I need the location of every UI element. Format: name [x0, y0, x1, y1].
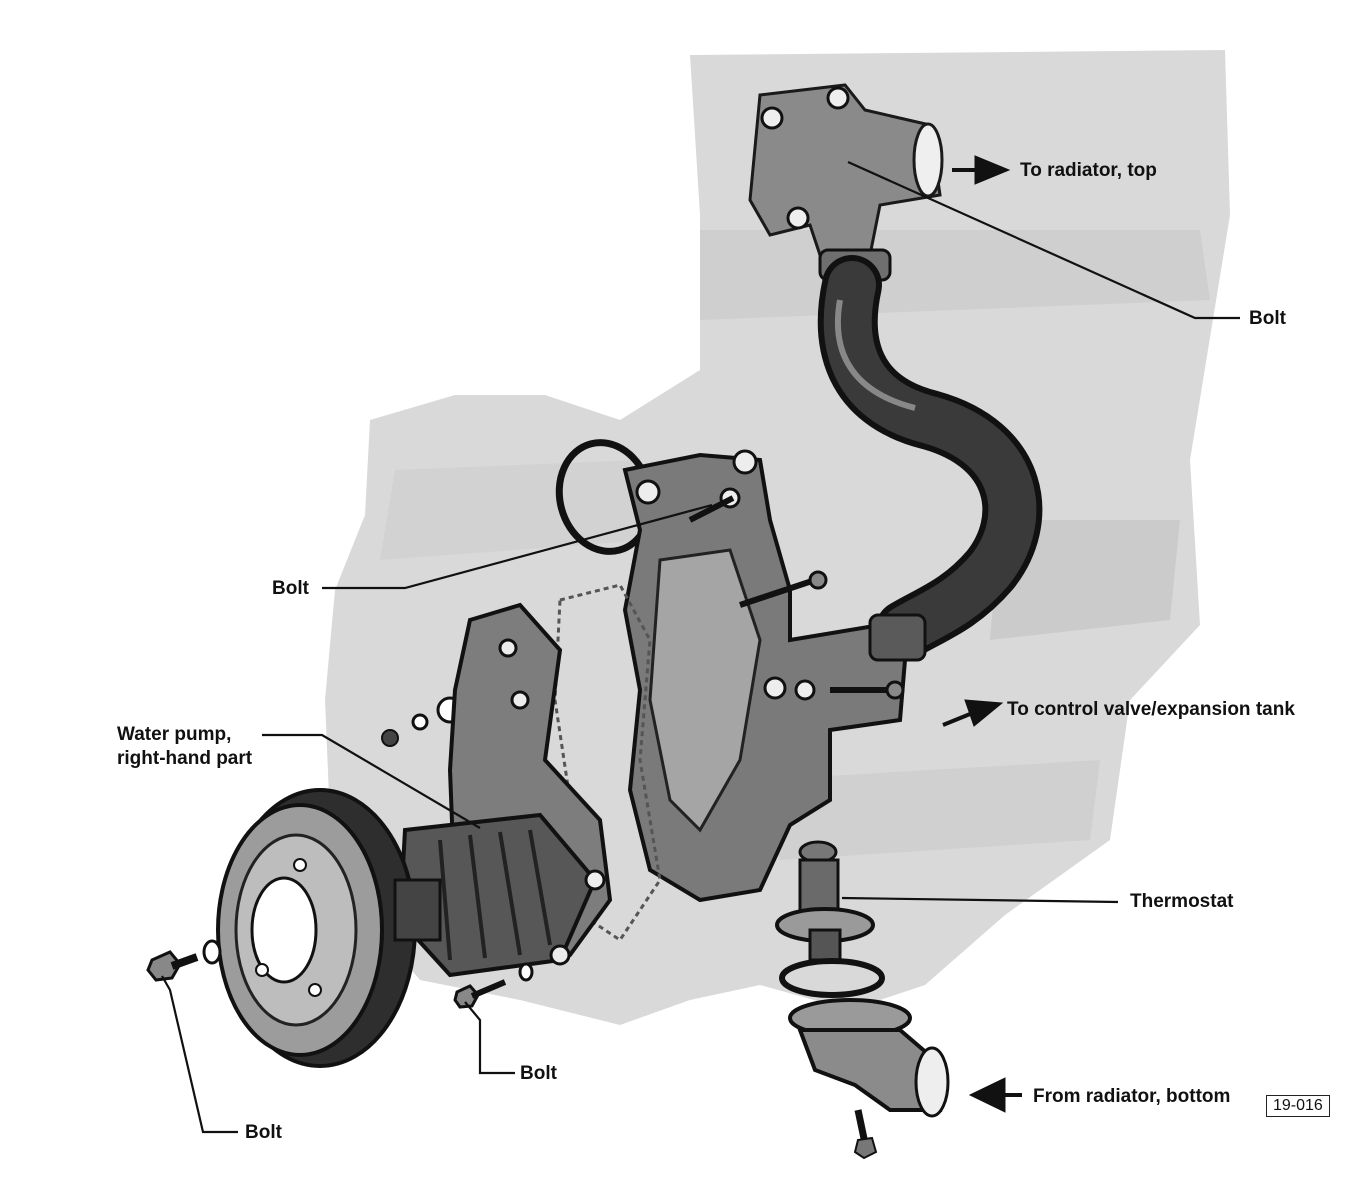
upper-thermostat-housing [748, 83, 944, 282]
label-bolt-lower: Bolt [520, 1063, 557, 1084]
lower-thermostat-cover [788, 998, 950, 1160]
leader-bolt-pulley [161, 975, 238, 1134]
housing-bolts [688, 495, 905, 700]
leader-bolt-housing [322, 503, 713, 590]
leader-lines [161, 160, 1240, 1134]
label-water-pump-line1: Water pump, [117, 724, 232, 745]
label-to-control-valve: To control valve/expansion tank [1007, 699, 1295, 720]
label-thermostat: Thermostat [1130, 891, 1234, 912]
leader-water-pump [262, 733, 481, 829]
figure-reference-number: 19-016 [1266, 1095, 1330, 1117]
label-to-radiator-top: To radiator, top [1020, 160, 1157, 181]
arrow-to-control-valve [942, 699, 1004, 727]
label-bolt-pump-housing: Bolt [272, 578, 309, 599]
arrow-to-radiator-top [952, 155, 1011, 185]
label-from-radiator-bottom: From radiator, bottom [1033, 1086, 1231, 1107]
leader-thermostat [841, 896, 1119, 904]
water-pump-left-housing [622, 449, 927, 903]
leader-bolt-lower [464, 1001, 515, 1075]
label-bolt-pulley: Bolt [245, 1122, 282, 1143]
coolant-hose [817, 255, 1043, 660]
water-pump-right-part [397, 602, 613, 978]
pump-pulley [216, 788, 442, 1068]
label-water-pump-line2: right-hand part [117, 748, 253, 769]
thermostat-part [775, 840, 885, 998]
flow-arrows [942, 155, 1022, 1113]
arrow-from-radiator-bottom [968, 1077, 1022, 1113]
label-bolt-upper: Bolt [1249, 308, 1286, 329]
leader-bolt-upper [847, 160, 1240, 320]
loose-bolts-and-washers [146, 939, 534, 1009]
